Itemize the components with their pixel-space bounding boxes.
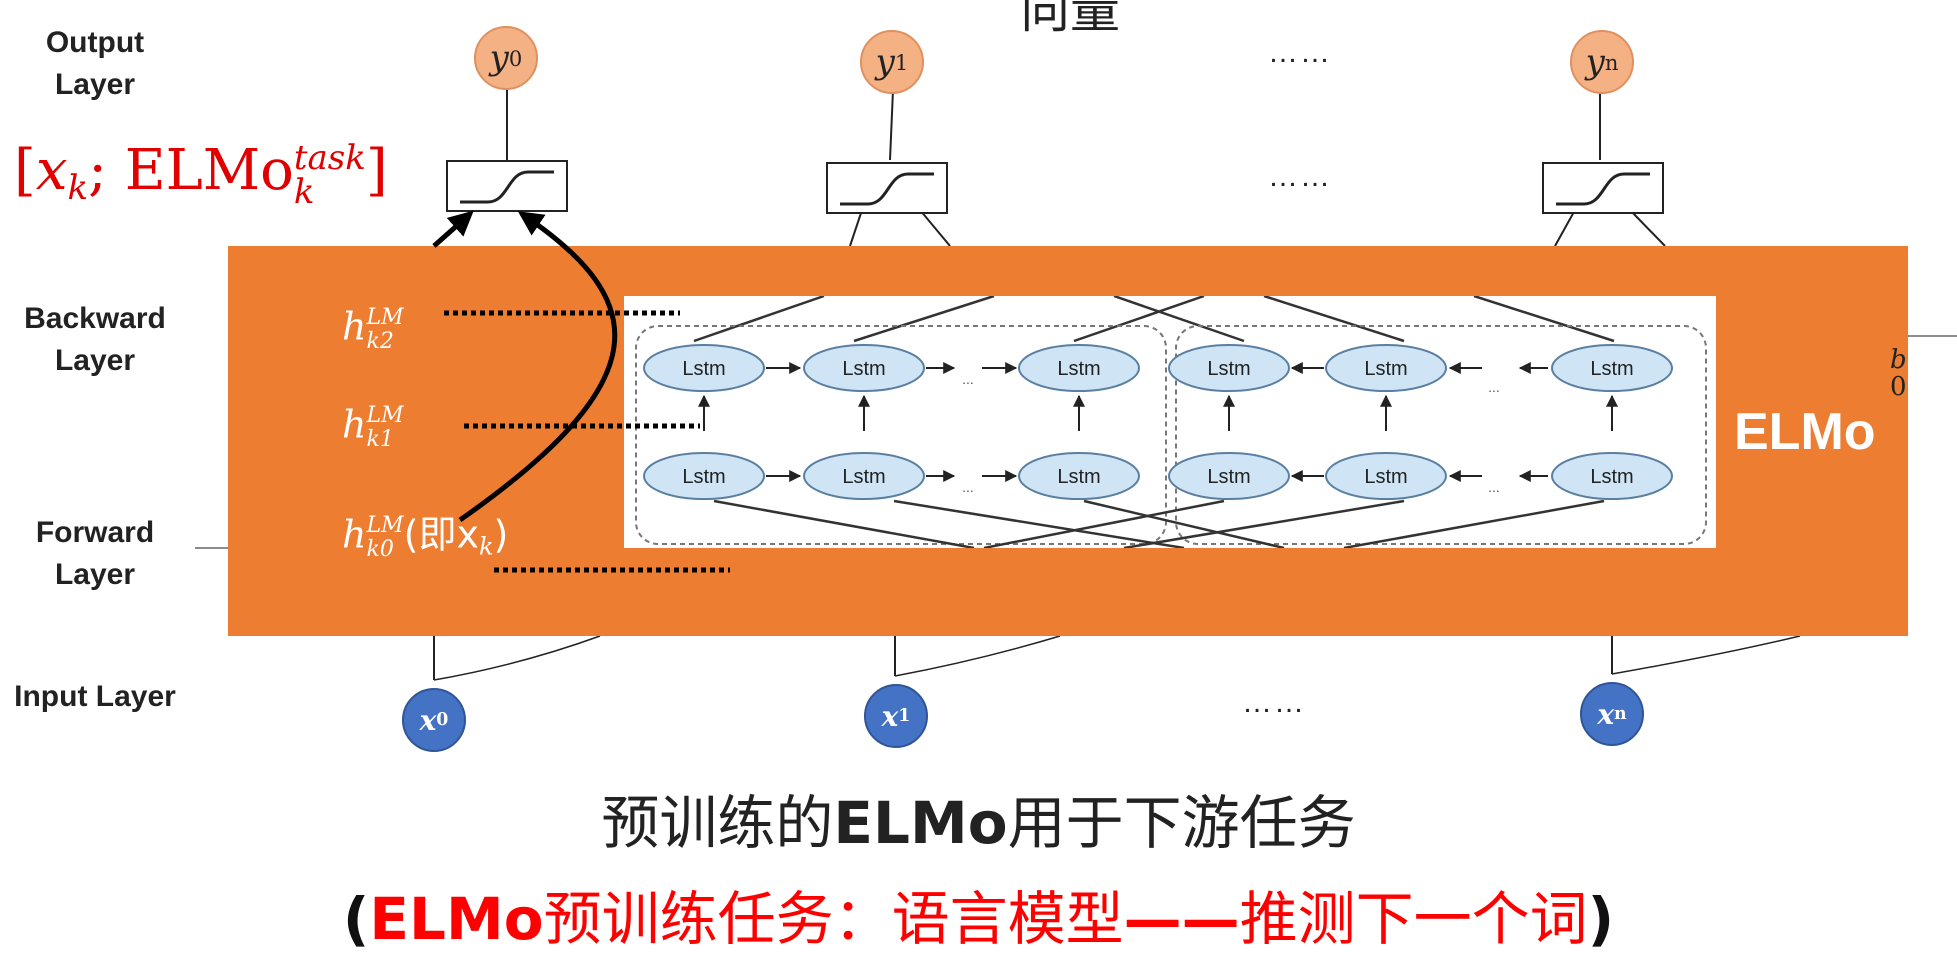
sigmoid-curve-icon xyxy=(460,170,554,204)
lstm-cell: Lstm xyxy=(643,344,765,392)
lstm-label: Lstm xyxy=(1057,358,1100,380)
bilstm-diagram: Lstm Lstm Lstm Lstm Lstm Lstm Lstm Lstm … xyxy=(624,296,1716,548)
lstm-label: Lstm xyxy=(682,466,725,488)
sigmoid-box-n xyxy=(1542,162,1664,214)
forward-layer-label: Forward Layer xyxy=(35,516,155,591)
lstm-label: Lstm xyxy=(1364,466,1407,488)
inner-ellipsis: ... xyxy=(962,371,974,387)
input-layer-label: Input Layer xyxy=(14,680,176,713)
lstm-cell: Lstm xyxy=(803,344,925,392)
lstm-cell: Lstm xyxy=(803,452,925,500)
lstm-label: Lstm xyxy=(1207,358,1250,380)
caption-main: 预训练的ELMo用于下游任务 xyxy=(601,789,1356,857)
lstm-cell: Lstm xyxy=(1018,452,1140,500)
lstm-cell: Lstm xyxy=(643,452,765,500)
output-layer-label: Output Layer xyxy=(45,26,145,101)
inner-ellipsis: ... xyxy=(1488,479,1500,495)
lstm-label: Lstm xyxy=(842,358,885,380)
sigmoid-box-0 xyxy=(446,160,568,212)
input-ellipsis: …… xyxy=(1242,686,1306,719)
lstm-label: Lstm xyxy=(1590,466,1633,488)
top-title: 向量 xyxy=(1020,0,1120,39)
lstm-label: Lstm xyxy=(682,358,725,380)
backward-layer-label: Backward Layer xyxy=(24,302,166,377)
lstm-label: Lstm xyxy=(1207,466,1250,488)
caption-sub: (ELMo预训练任务：语言模型——推测下一个词) xyxy=(342,885,1615,953)
sigmoid-curve-icon xyxy=(840,172,934,206)
lstm-cell: Lstm xyxy=(1168,452,1290,500)
inner-ellipsis: ... xyxy=(1488,379,1500,395)
lstm-label: Lstm xyxy=(842,466,885,488)
lstm-label: Lstm xyxy=(1364,358,1407,380)
edge-b-text: b xyxy=(1890,345,1907,375)
sigmoid-box-1 xyxy=(826,162,948,214)
inner-ellipsis: ... xyxy=(962,479,974,495)
lstm-cell: Lstm xyxy=(1325,452,1447,500)
lstm-label: Lstm xyxy=(1590,358,1633,380)
bilstm-svg: Lstm Lstm Lstm Lstm Lstm Lstm Lstm Lstm … xyxy=(635,296,1707,548)
lstm-cell: Lstm xyxy=(1325,344,1447,392)
lstm-cell: Lstm xyxy=(1018,344,1140,392)
output-ellipsis: …… xyxy=(1268,36,1332,69)
elmo-label: ELMo xyxy=(1734,403,1876,461)
lstm-cell: Lstm xyxy=(1168,344,1290,392)
lstm-label: Lstm xyxy=(1057,466,1100,488)
sigmoid-ellipsis: …… xyxy=(1268,160,1332,193)
lstm-cell: Lstm xyxy=(1551,344,1673,392)
edge-0-text: 0 xyxy=(1890,372,1907,402)
sigmoid-curve-icon xyxy=(1556,172,1650,206)
lstm-cell: Lstm xyxy=(1551,452,1673,500)
